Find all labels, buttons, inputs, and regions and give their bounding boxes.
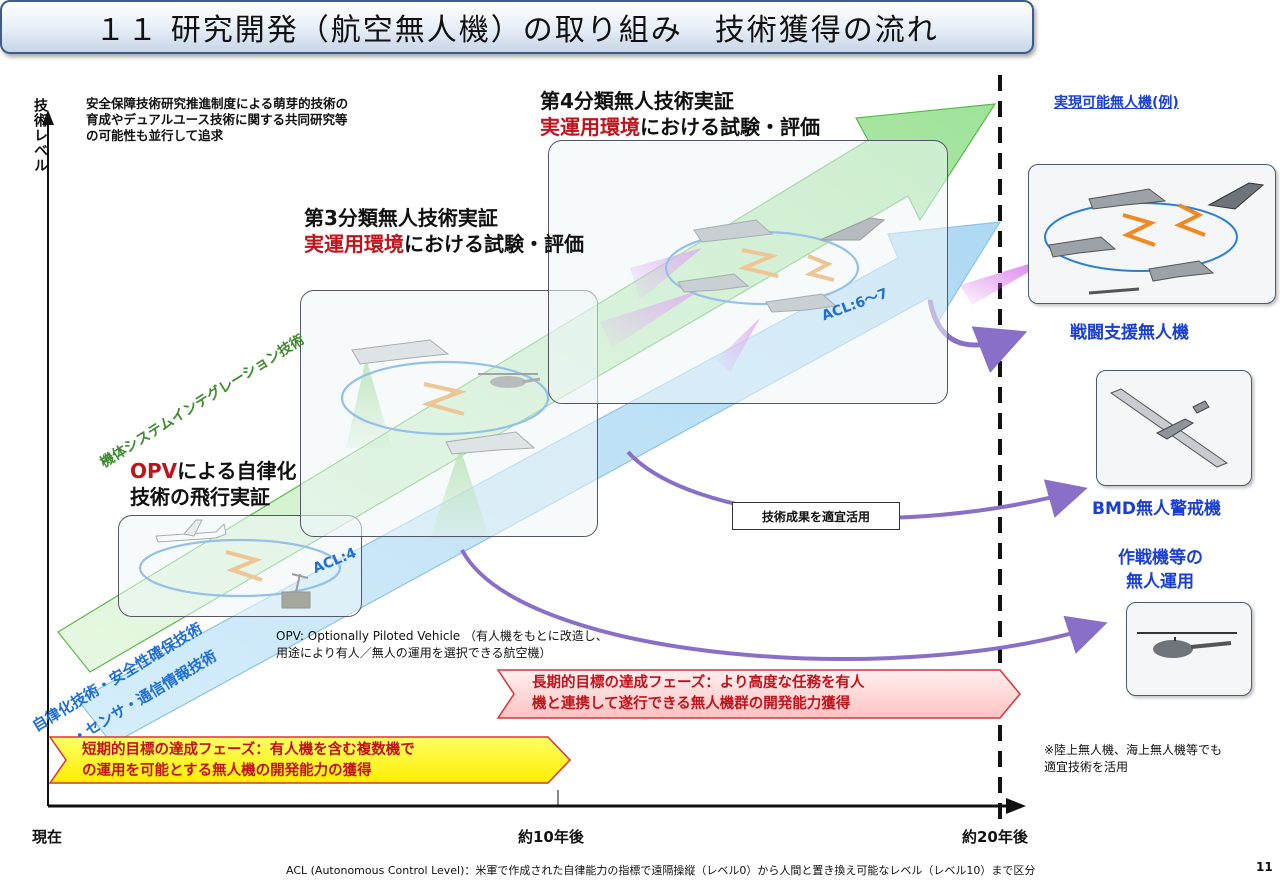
bmd-uav-label: BMD無人警戒機 bbox=[1092, 499, 1221, 519]
page-title: １１ 研究開発（航空無人機）の取り組み 技術獲得の流れ bbox=[0, 0, 1034, 54]
operational-uav-image bbox=[1126, 602, 1252, 696]
x-tick-20y: 約20年後 bbox=[962, 828, 1028, 846]
page-title-text: １１ 研究開発（航空無人機）の取り組み 技術獲得の流れ bbox=[95, 13, 939, 48]
combat-support-uav-image bbox=[1028, 164, 1276, 304]
stage4-panel bbox=[548, 140, 948, 404]
x-tick-now: 現在 bbox=[32, 828, 63, 846]
y-axis-arrowhead bbox=[42, 110, 54, 125]
stage4-heading: 第4分類無人技術実証 実運用環境における試験・評価 bbox=[540, 89, 820, 139]
x-tick-10y: 約10年後 bbox=[518, 828, 584, 846]
stage4-title: 第4分類無人技術実証 bbox=[540, 89, 734, 113]
stage3-title: 第3分類無人技術実証 bbox=[304, 206, 498, 230]
page-number: 11 bbox=[1256, 860, 1273, 874]
short-term-phase-text: 短期的目標の達成フェーズ：有人機を含む複数機で の運用を可能とする無人機の開発能… bbox=[82, 742, 415, 779]
land-sea-note: ※陸上無人機、海上無人機等でも 適宜技術を活用 bbox=[1044, 743, 1223, 774]
realizable-heading: 実現可能無人機(例) bbox=[1054, 95, 1179, 111]
stage3-heading: 第3分類無人技術実証 実運用環境における試験・評価 bbox=[304, 206, 584, 256]
helicopter-illustration bbox=[1137, 632, 1237, 658]
long-term-phase-arrow bbox=[496, 669, 1021, 719]
tech-result-box: 技術成果を適宜活用 bbox=[732, 502, 900, 530]
bmd-uav-image bbox=[1096, 370, 1252, 486]
operational-uav-label: 作戦機等の 無人運用 bbox=[1118, 548, 1203, 592]
short-term-phase-arrow bbox=[48, 736, 572, 784]
opv-definition: OPV: Optionally Piloted Vehicle （有人機をもとに… bbox=[276, 629, 608, 660]
research-note: 安全保障技術研究推進制度による萌芽的技術の 育成やデュアルユース技術に関する共同… bbox=[86, 96, 349, 143]
long-term-phase-text: 長期的目標の達成フェーズ：より高度な任務を有人 機と連携して遂行できる無人機群の… bbox=[532, 675, 865, 712]
acl-definition: ACL (Autonomous Control Level)：米軍で作成された自… bbox=[286, 864, 1036, 877]
y-axis-label: 技術レベル bbox=[32, 98, 48, 173]
opv-heading: OPVによる自律化 技術の飛行実証 bbox=[130, 459, 297, 509]
x-axis-arrowhead bbox=[1006, 798, 1026, 814]
bmd-uav-illustration bbox=[1109, 388, 1229, 468]
combat-support-uav-illustration bbox=[1044, 182, 1265, 295]
combat-support-uav-label: 戦闘支援無人機 bbox=[1070, 323, 1189, 343]
flow-arrow-operational bbox=[460, 549, 1108, 661]
